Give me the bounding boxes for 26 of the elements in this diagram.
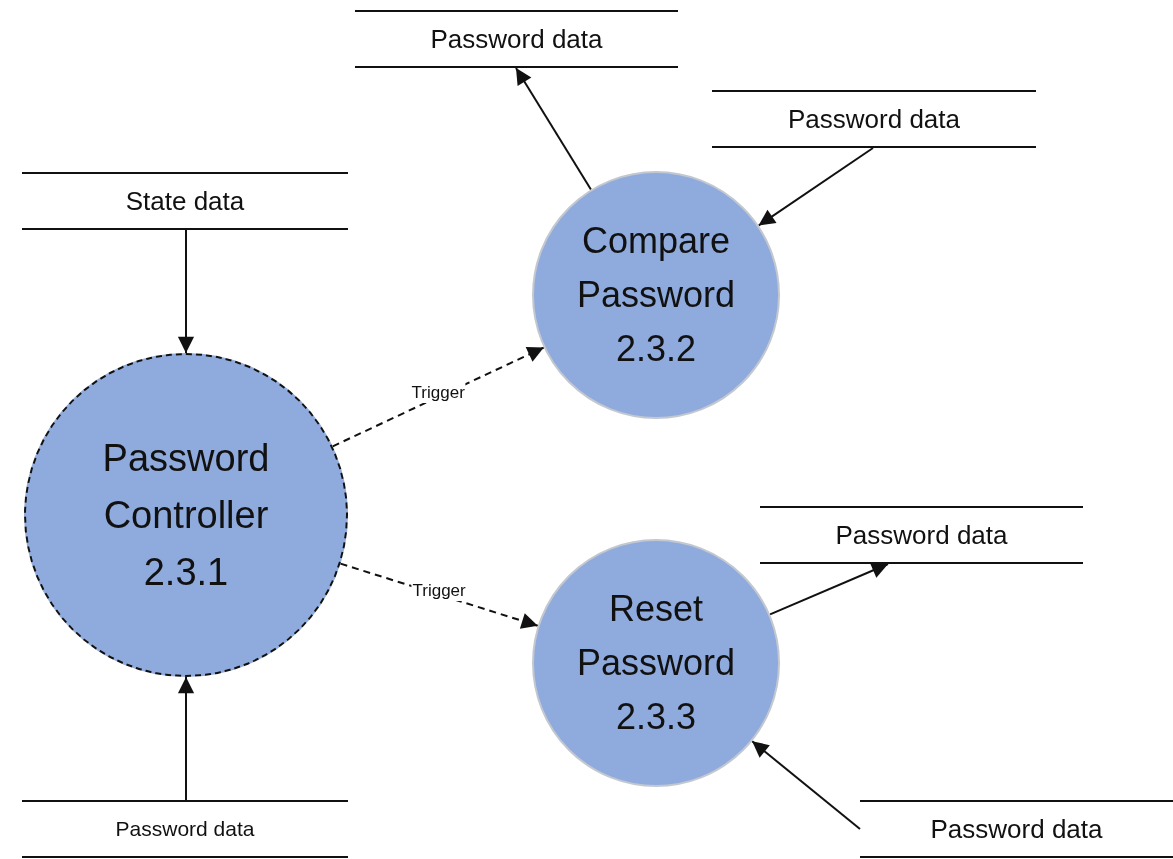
arrow xyxy=(177,676,195,801)
data-store xyxy=(860,800,1173,858)
store-label: Password data xyxy=(788,103,960,135)
store-label: Password data xyxy=(930,813,1103,845)
arrow xyxy=(757,147,874,227)
arrow xyxy=(515,67,592,191)
arrow xyxy=(177,229,195,354)
process-name: Compare Password xyxy=(575,219,737,317)
process-number: 2.3.2 xyxy=(615,327,697,371)
process-name: Reset Password xyxy=(575,587,737,685)
data-store xyxy=(22,800,348,858)
store-label: Password data xyxy=(115,817,255,841)
data-store xyxy=(355,10,678,68)
arrow xyxy=(331,346,545,448)
process-number: 2.3.1 xyxy=(143,549,229,595)
edge-label: Trigger xyxy=(410,382,466,403)
arrow xyxy=(751,740,861,830)
data-store xyxy=(712,90,1036,148)
arrow xyxy=(769,562,889,616)
data-store xyxy=(22,172,348,230)
data-store xyxy=(760,506,1083,564)
store-label: Password data xyxy=(835,519,1008,551)
process-number: 2.3.3 xyxy=(615,695,697,739)
process-name: Password Controller xyxy=(101,435,271,538)
store-label: Password data xyxy=(430,23,603,55)
store-label: State data xyxy=(125,185,245,217)
